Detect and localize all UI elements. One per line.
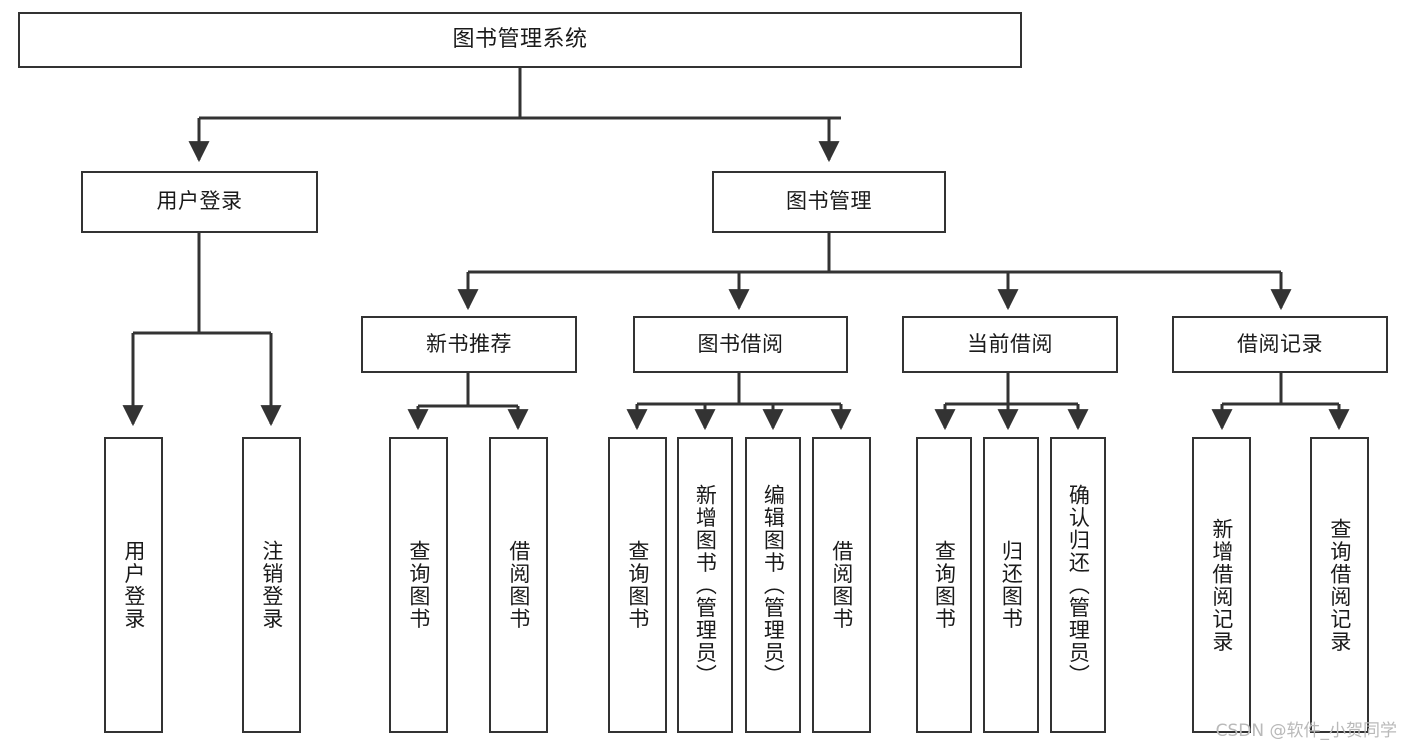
- leaf-query-borrow-record[interactable]: 查询借阅记录: [1310, 437, 1369, 733]
- csdn-watermark: CSDN @软件_小贺同学: [1215, 721, 1397, 741]
- node-root-system[interactable]: 图书管理系统: [18, 12, 1022, 68]
- node-label: 注销登录: [259, 540, 284, 630]
- leaf-borrow-book-recommend[interactable]: 借阅图书: [489, 437, 548, 733]
- node-label: 当前借阅: [967, 331, 1053, 356]
- leaf-add-borrow-record[interactable]: 新增借阅记录: [1192, 437, 1251, 733]
- leaf-add-book[interactable]: 新增图书（管理员）: [677, 437, 733, 733]
- node-book-borrow[interactable]: 图书借阅: [633, 316, 848, 373]
- node-label: 查询图书: [406, 540, 431, 630]
- leaf-borrow-book[interactable]: 借阅图书: [812, 437, 871, 733]
- node-label: 新增图书（管理员）: [693, 483, 718, 687]
- leaf-return-book[interactable]: 归还图书: [983, 437, 1039, 733]
- node-current-borrow[interactable]: 当前借阅: [902, 316, 1118, 373]
- node-label: 图书借阅: [697, 331, 784, 356]
- leaf-logout[interactable]: 注销登录: [242, 437, 301, 733]
- node-label: 编辑图书（管理员）: [761, 483, 786, 687]
- node-label: 查询借阅记录: [1327, 517, 1352, 653]
- leaf-edit-book[interactable]: 编辑图书（管理员）: [745, 437, 801, 733]
- node-label: 确认归还（管理员）: [1066, 483, 1091, 687]
- node-label: 借阅图书: [829, 540, 854, 630]
- node-label: 图书管理系统: [452, 26, 588, 52]
- node-book-manage[interactable]: 图书管理: [712, 171, 946, 233]
- node-label: 归还图书: [999, 540, 1024, 630]
- node-label: 新书推荐: [426, 331, 512, 356]
- node-label: 查询图书: [625, 540, 650, 630]
- node-label: 图书管理: [786, 189, 872, 214]
- node-borrow-record[interactable]: 借阅记录: [1172, 316, 1388, 373]
- node-label: 用户登录: [121, 540, 146, 630]
- node-new-book-recommend[interactable]: 新书推荐: [361, 316, 577, 373]
- node-label: 用户登录: [156, 189, 243, 214]
- leaf-query-book-current[interactable]: 查询图书: [916, 437, 972, 733]
- node-user-login[interactable]: 用户登录: [81, 171, 318, 233]
- leaf-confirm-return[interactable]: 确认归还（管理员）: [1050, 437, 1106, 733]
- leaf-user-login[interactable]: 用户登录: [104, 437, 163, 733]
- node-label: 查询图书: [932, 540, 957, 630]
- node-label: 借阅记录: [1237, 331, 1323, 356]
- leaf-query-book-recommend[interactable]: 查询图书: [389, 437, 448, 733]
- node-label: 借阅图书: [506, 540, 531, 630]
- leaf-query-book-borrow[interactable]: 查询图书: [608, 437, 667, 733]
- node-label: 新增借阅记录: [1209, 517, 1234, 653]
